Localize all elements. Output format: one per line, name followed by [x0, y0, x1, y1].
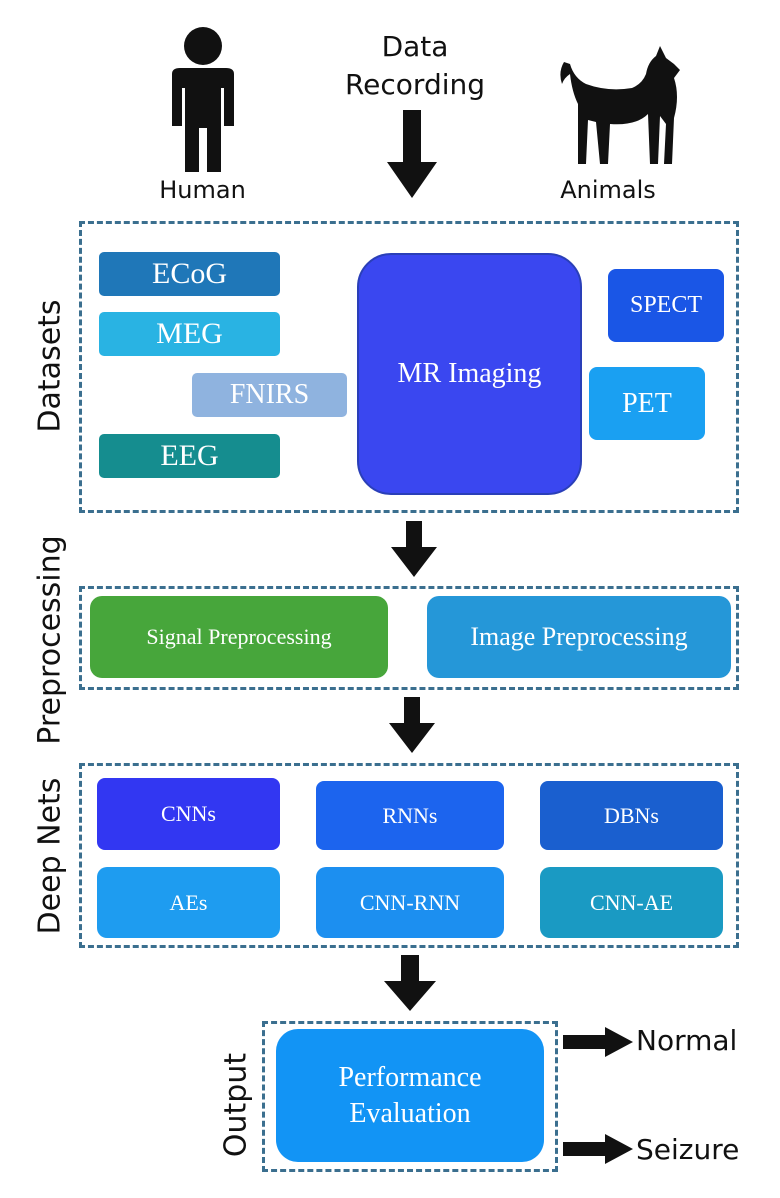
meg-label: MEG: [156, 317, 223, 350]
preprocessing-down-arrow: [389, 697, 435, 753]
cnns-box: CNNs: [97, 778, 280, 850]
deep-nets-stage-label: Deep Nets: [32, 777, 68, 935]
cnn-rnn-label: CNN-RNN: [359, 889, 461, 915]
image-preprocessing-label: Image Preprocessing: [470, 622, 688, 651]
pet-box: PET: [589, 367, 705, 440]
datasets-stage-label: Datasets: [32, 299, 68, 433]
animals-label: Animals: [560, 176, 656, 204]
dbns-label: DBNs: [603, 802, 659, 828]
meg-box: MEG: [99, 312, 280, 356]
output-frame: [262, 1021, 558, 1172]
mri-label: MR Imaging: [397, 358, 542, 389]
seizure-right-arrow: [563, 1134, 633, 1164]
eeg-box: EEG: [99, 434, 280, 478]
deep-nets-down-arrow: [384, 955, 436, 1011]
human-label: Human: [159, 176, 246, 204]
pet-label: PET: [622, 387, 672, 419]
eeg-label: EEG: [160, 439, 219, 472]
mri-box: MR Imaging: [357, 253, 582, 495]
recording-label-line2: Recording: [344, 68, 486, 101]
aes-box: AEs: [97, 867, 280, 938]
recording-down-arrow: [387, 110, 437, 198]
preprocessing-stage-label: Preprocessing: [32, 535, 68, 745]
rnns-label: RNNs: [382, 802, 438, 828]
deep-nets-frame: [79, 763, 739, 948]
evaluation-line1: Performance: [338, 1061, 482, 1093]
normal-label: Normal: [636, 1024, 738, 1057]
cnns-label: CNNs: [160, 801, 216, 826]
normal-right-arrow: [563, 1027, 633, 1057]
spect-label: SPECT: [629, 292, 703, 318]
output-stage-label: Output: [218, 1052, 254, 1158]
cnn-ae-label: CNN-AE: [589, 889, 674, 915]
cnn-rnn-box: CNN-RNN: [316, 867, 504, 938]
image-preprocessing-box: Image Preprocessing: [427, 596, 731, 678]
aes-label: AEs: [169, 889, 208, 915]
ecog-box: ECoG: [99, 252, 280, 296]
fnirs-label: FNIRS: [229, 379, 310, 410]
seizure-label: Seizure: [636, 1133, 740, 1166]
signal-preprocessing-label: Signal Preprocessing: [146, 624, 332, 649]
dbns-box: DBNs: [540, 781, 723, 850]
evaluation-line2: Evaluation: [349, 1097, 471, 1129]
preprocessing-frame: [79, 586, 739, 690]
dog-icon: [560, 46, 680, 164]
signal-preprocessing-box: Signal Preprocessing: [90, 596, 388, 678]
ecog-label: ECoG: [152, 257, 227, 290]
fnirs-box: FNIRS: [192, 373, 347, 417]
datasets-frame: [79, 221, 739, 513]
cnn-ae-box: CNN-AE: [540, 867, 723, 938]
rnns-box: RNNs: [316, 781, 504, 850]
performance-evaluation-box: Performance Evaluation: [276, 1029, 544, 1162]
datasets-down-arrow: [391, 521, 437, 577]
spect-box: SPECT: [608, 269, 724, 342]
human-icon: [172, 27, 234, 172]
recording-label-line1: Data: [381, 30, 449, 63]
